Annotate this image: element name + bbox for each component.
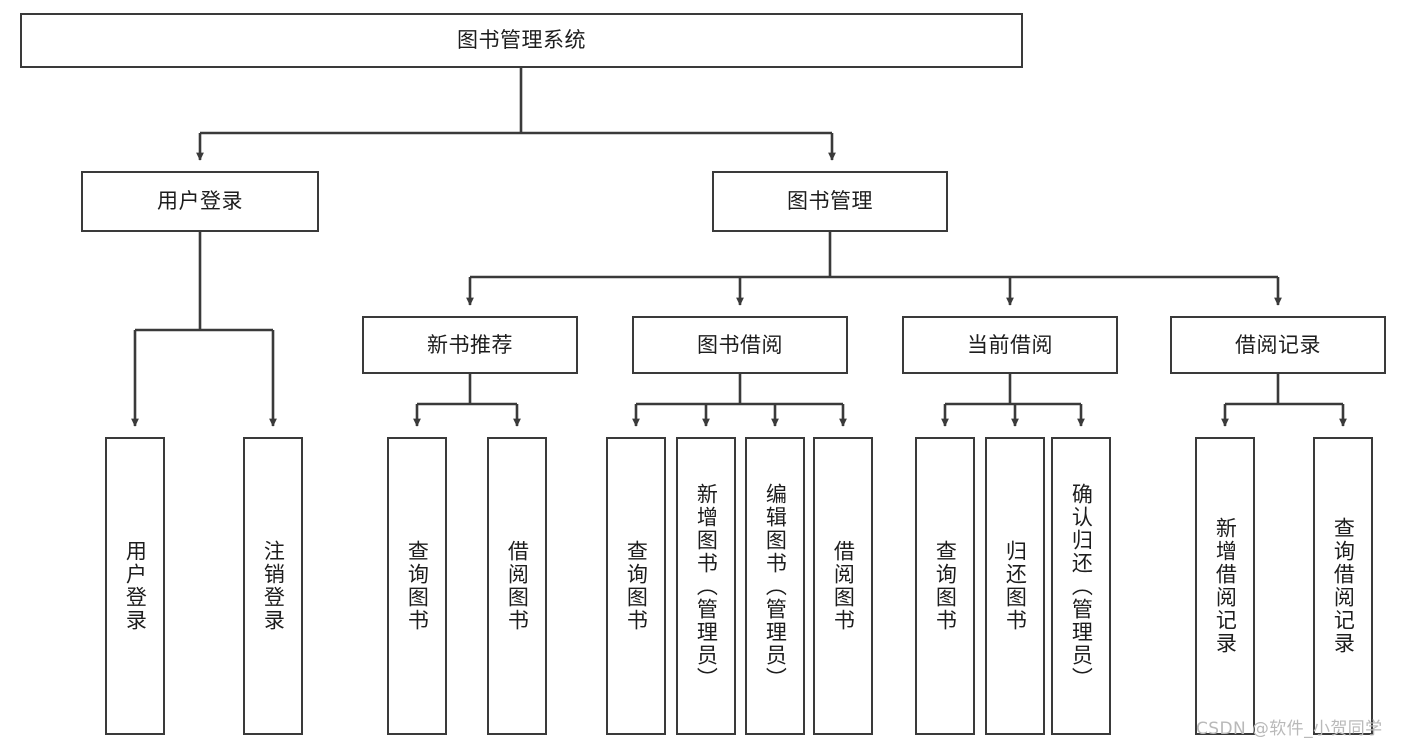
node-leaf-query-book-borrow-label: 查询图书 [624, 540, 649, 632]
node-leaf-edit-book[interactable]: 编辑图书（管理员） [745, 437, 805, 735]
node-root-label: 图书管理系统 [457, 28, 586, 53]
edge-new-book-recommend-to-leaves [413, 374, 521, 427]
node-new-book-recommend[interactable]: 新书推荐 [362, 316, 578, 374]
edge-current-borrow-to-leaves [941, 374, 1085, 427]
edge-user-login-to-leaves [131, 232, 277, 427]
node-leaf-query-book-borrow[interactable]: 查询图书 [606, 437, 666, 735]
csdn-watermark: CSDN @软件_小贺同学 [1196, 719, 1383, 739]
node-current-borrow-label: 当前借阅 [967, 332, 1053, 357]
node-leaf-query-book-current[interactable]: 查询图书 [915, 437, 975, 735]
node-borrow-record-label: 借阅记录 [1235, 332, 1321, 357]
node-leaf-query-book-recommend-label: 查询图书 [405, 540, 430, 632]
node-leaf-query-book-current-label: 查询图书 [933, 540, 958, 632]
node-leaf-query-borrow-record-label: 查询借阅记录 [1331, 517, 1356, 655]
node-leaf-borrow-book[interactable]: 借阅图书 [813, 437, 873, 735]
node-leaf-borrow-book-recommend-label: 借阅图书 [505, 540, 530, 632]
node-leaf-confirm-return-label: 确认归还（管理员） [1069, 482, 1094, 690]
edge-book-borrow-to-leaves [632, 374, 847, 427]
node-leaf-user-login-label: 用户登录 [123, 540, 148, 632]
node-leaf-logout-login-label: 注销登录 [261, 540, 286, 632]
node-leaf-add-book[interactable]: 新增图书（管理员） [676, 437, 736, 735]
node-current-borrow[interactable]: 当前借阅 [902, 316, 1118, 374]
node-leaf-user-login[interactable]: 用户登录 [105, 437, 165, 735]
node-book-borrow[interactable]: 图书借阅 [632, 316, 848, 374]
node-user-login-label: 用户登录 [157, 189, 243, 214]
node-book-management[interactable]: 图书管理 [712, 171, 948, 232]
node-leaf-query-borrow-record[interactable]: 查询借阅记录 [1313, 437, 1373, 735]
node-leaf-return-book[interactable]: 归还图书 [985, 437, 1045, 735]
node-book-management-label: 图书管理 [787, 189, 873, 214]
edge-root-to-level2 [196, 68, 836, 161]
node-leaf-add-borrow-record-label: 新增借阅记录 [1213, 517, 1238, 655]
node-leaf-confirm-return[interactable]: 确认归还（管理员） [1051, 437, 1111, 735]
node-borrow-record[interactable]: 借阅记录 [1170, 316, 1386, 374]
node-leaf-add-borrow-record[interactable]: 新增借阅记录 [1195, 437, 1255, 735]
node-leaf-edit-book-label: 编辑图书（管理员） [763, 482, 788, 690]
node-leaf-borrow-book-recommend[interactable]: 借阅图书 [487, 437, 547, 735]
node-user-login[interactable]: 用户登录 [81, 171, 319, 232]
node-leaf-query-book-recommend[interactable]: 查询图书 [387, 437, 447, 735]
edge-book-management-to-level3 [466, 232, 1282, 306]
node-leaf-add-book-label: 新增图书（管理员） [694, 482, 719, 690]
node-root[interactable]: 图书管理系统 [20, 13, 1023, 68]
node-leaf-borrow-book-label: 借阅图书 [831, 540, 856, 632]
node-book-borrow-label: 图书借阅 [697, 332, 783, 357]
node-leaf-logout-login[interactable]: 注销登录 [243, 437, 303, 735]
node-new-book-recommend-label: 新书推荐 [427, 332, 513, 357]
edge-borrow-record-to-leaves [1221, 374, 1347, 427]
node-leaf-return-book-label: 归还图书 [1003, 540, 1028, 632]
